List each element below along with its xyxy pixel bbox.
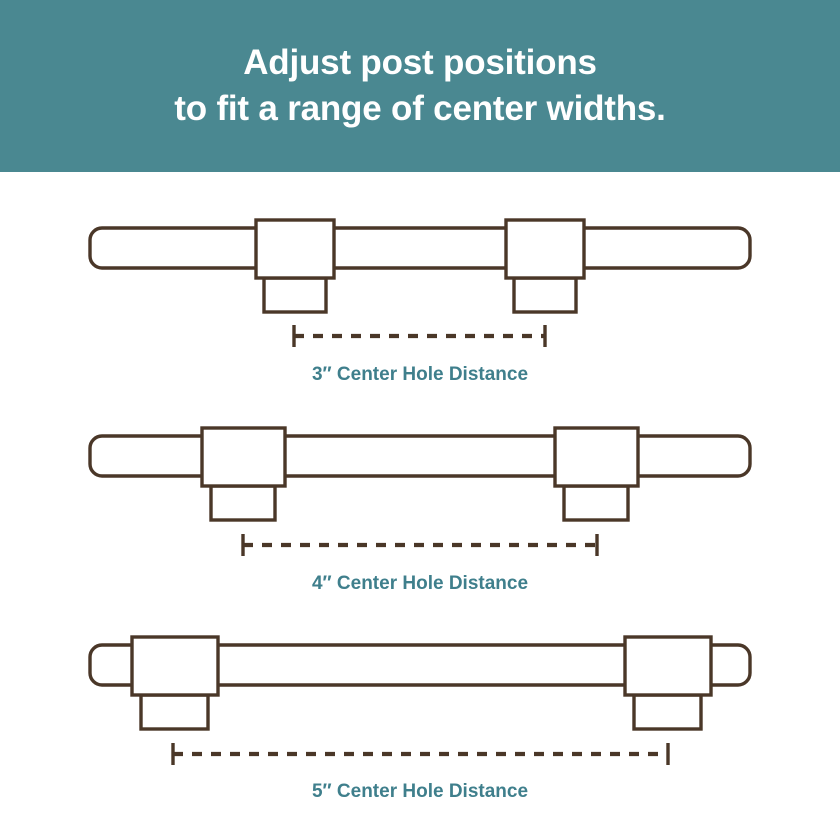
post-foot-3in-right xyxy=(512,276,578,314)
post-block-5in-left xyxy=(130,635,220,697)
post-block-3in-left xyxy=(254,218,336,280)
caption-3in: 3″ Center Hole Distance xyxy=(311,364,529,385)
post-block-4in-left xyxy=(200,426,287,488)
bar-4in xyxy=(88,434,752,478)
post-block-4in-right xyxy=(553,426,640,488)
post-foot-5in-left xyxy=(139,693,210,731)
post-foot-4in-right xyxy=(562,484,630,522)
post-block-5in-right xyxy=(623,635,713,697)
post-foot-4in-left xyxy=(209,484,277,522)
caption-4in: 4″ Center Hole Distance xyxy=(311,573,529,594)
caption-5in: 5″ Center Hole Distance xyxy=(311,781,529,802)
header-banner: Adjust post positions to fit a range of … xyxy=(0,0,840,172)
post-foot-3in-left xyxy=(262,276,328,314)
bar-5in xyxy=(88,643,752,687)
header-title-line-1: Adjust post positions xyxy=(243,43,597,82)
header-title-line-2: to fit a range of center widths. xyxy=(174,89,666,128)
bar-3in xyxy=(88,226,752,270)
post-foot-5in-right xyxy=(632,693,703,731)
post-block-3in-right xyxy=(504,218,586,280)
